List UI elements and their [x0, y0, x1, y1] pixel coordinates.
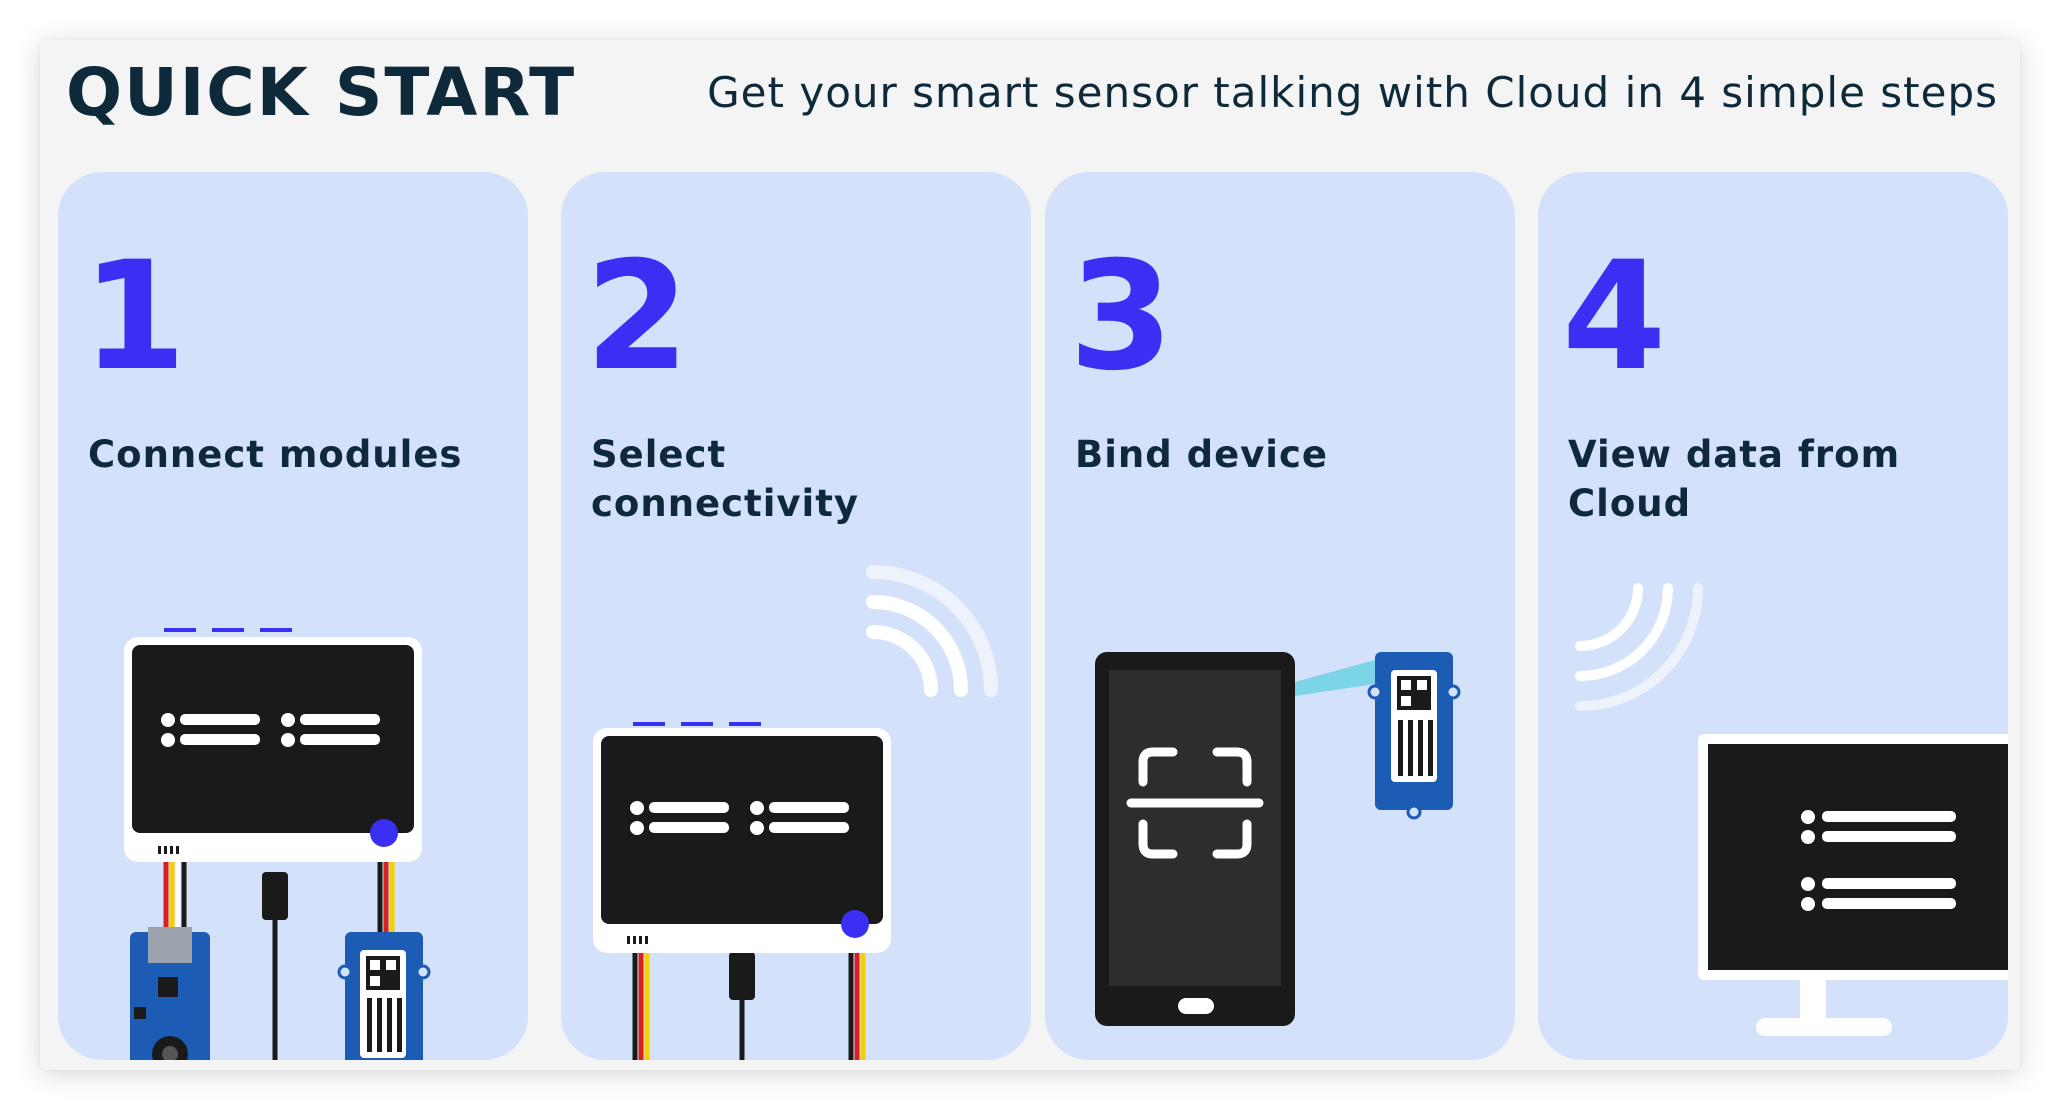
step-number: 1 [82, 230, 187, 404]
scan-beam-icon [1295, 660, 1375, 696]
camera-module-icon [130, 927, 210, 1060]
gateway-wireless-illustration [593, 565, 998, 1060]
qr-sensor-module-icon [337, 932, 431, 1060]
gateway-device-icon [124, 628, 422, 862]
page-title: QUICK START [66, 54, 577, 131]
page-subtitle: Get your smart sensor talking with Cloud… [707, 68, 1998, 117]
qr-sensor-module-icon [1367, 652, 1461, 820]
step-card-1: 1 Connect modules [58, 172, 528, 1060]
step-label: Bind device [1075, 433, 1328, 476]
step-label: Select connectivity [591, 433, 860, 525]
phone-scan-illustration [1095, 652, 1461, 1026]
step-label: Connect modules [88, 433, 463, 476]
step-card-2: 2 Select connectivity [561, 172, 1031, 1060]
smartphone-icon [1095, 652, 1295, 1026]
monitor-icon [1698, 734, 2008, 1036]
step-number: 4 [1562, 230, 1667, 404]
step-number: 3 [1069, 230, 1174, 404]
power-cable-icon [262, 872, 288, 1060]
step-card-4: 4 View data from Cloud [1538, 172, 2008, 1060]
scan-frame-icon [1126, 747, 1264, 859]
step-label: View data from Cloud [1568, 433, 1901, 525]
step-card-3: 3 Bind device [1045, 172, 1515, 1060]
wifi-signal-icon [1575, 583, 1703, 711]
step-number: 2 [585, 230, 690, 404]
gateway-with-modules-illustration [124, 628, 431, 1060]
monitor-data-illustration [1575, 583, 2008, 1036]
quick-start-panel: QUICK START Get your smart sensor talkin… [40, 40, 2020, 1070]
wifi-signal-icon [866, 565, 998, 697]
gateway-device-icon [593, 722, 891, 953]
power-cable-icon [729, 952, 755, 1060]
